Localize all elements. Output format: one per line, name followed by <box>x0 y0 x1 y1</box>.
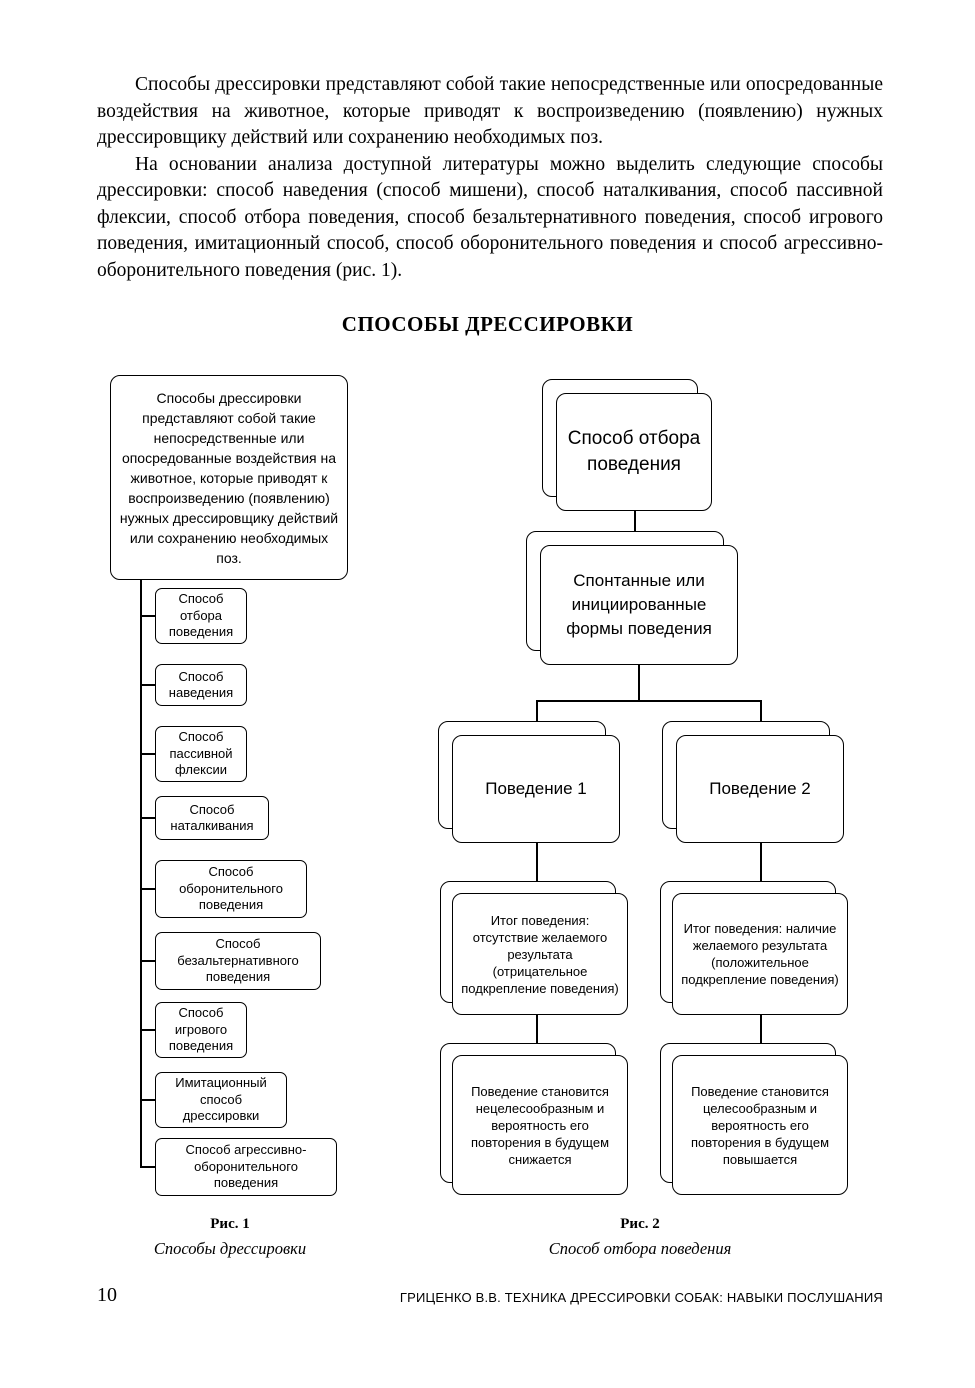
intro-text: Способы дрессировки представляют собой т… <box>97 72 883 284</box>
fig1-trunk-line <box>140 580 142 1168</box>
running-title: ГРИЦЕНКО В.В. ТЕХНИКА ДРЕССИРОВКИ СОБАК:… <box>399 1290 883 1305</box>
page-title: СПОСОБЫ ДРЕССИРОВКИ <box>341 312 634 336</box>
paragraph-2: На основании анализа доступной литератур… <box>97 153 883 281</box>
fig1-caption: Рис. 1 Способы дрессировки <box>100 1216 360 1259</box>
fig2-outcome2-box: Итог поведения: наличие желаемого резуль… <box>672 893 848 1015</box>
fig1-item-box: Способ оборонительного поведения <box>155 860 307 918</box>
fig1-connector-line <box>140 817 155 819</box>
fig2-behavior2-box: Поведение 2 <box>676 735 844 843</box>
fig2-caption: Рис. 2 Способ отбора поведения <box>440 1216 840 1259</box>
fig1-item-box: Способ отбора поведения <box>155 588 247 644</box>
paragraph-1: Способы дрессировки представляют собой т… <box>97 74 883 148</box>
fig1-item-box: Способ безальтернативного поведения <box>155 932 321 990</box>
fig2-connector-line <box>536 700 538 735</box>
fig1-item-box: Способ наталкивания <box>155 796 269 840</box>
fig2-connector-line <box>634 511 636 545</box>
page-number: 10 <box>97 1284 117 1306</box>
fig1-root-box: Способы дрессировки представляют собой т… <box>110 375 348 580</box>
fig1-connector-line <box>140 888 155 890</box>
fig2-behavior1-box: Поведение 1 <box>452 735 620 843</box>
fig1-connector-line <box>140 684 155 686</box>
fig1-connector-line <box>140 615 155 617</box>
fig2-connector-line <box>760 1015 762 1055</box>
fig1-item-box: Способ наведения <box>155 664 247 706</box>
fig1-connector-line <box>140 1029 155 1031</box>
fig2-connector-line <box>760 700 762 735</box>
fig1-caption-text: Способы дрессировки <box>153 1239 307 1258</box>
fig2-connector-line <box>638 665 640 700</box>
fig1-item-box: Способ агрессивно-оборонительного поведе… <box>155 1138 337 1196</box>
fig1-item-box: Способ игрового поведения <box>155 1002 247 1058</box>
fig2-outcome1-box: Итог поведения: отсутствие желаемого рез… <box>452 893 628 1015</box>
fig1-item-box: Имитационный способ дрессировки <box>155 1072 287 1128</box>
fig1-connector-line <box>140 960 155 962</box>
fig1-connector-line <box>140 753 155 755</box>
fig2-root-box: Способ отбора поведения <box>556 393 712 511</box>
fig2-connector-line <box>536 700 761 702</box>
fig1-connector-line <box>140 1099 155 1101</box>
fig2-result1-box: Поведение становится нецелесообразным и … <box>452 1055 628 1195</box>
fig1-item-box: Способ пассивной флексии <box>155 726 247 782</box>
fig2-connector-line <box>536 843 538 893</box>
fig2-forms-box: Спонтанные или инициированные формы пове… <box>540 545 738 665</box>
fig1-caption-label: Рис. 1 <box>210 1216 250 1232</box>
fig2-connector-line <box>760 843 762 893</box>
fig1-connector-line <box>140 1166 155 1168</box>
fig2-caption-text: Способ отбора поведения <box>548 1239 732 1258</box>
fig2-result2-box: Поведение становится целесообразным и ве… <box>672 1055 848 1195</box>
fig2-caption-label: Рис. 2 <box>620 1216 660 1232</box>
fig2-connector-line <box>536 1015 538 1055</box>
